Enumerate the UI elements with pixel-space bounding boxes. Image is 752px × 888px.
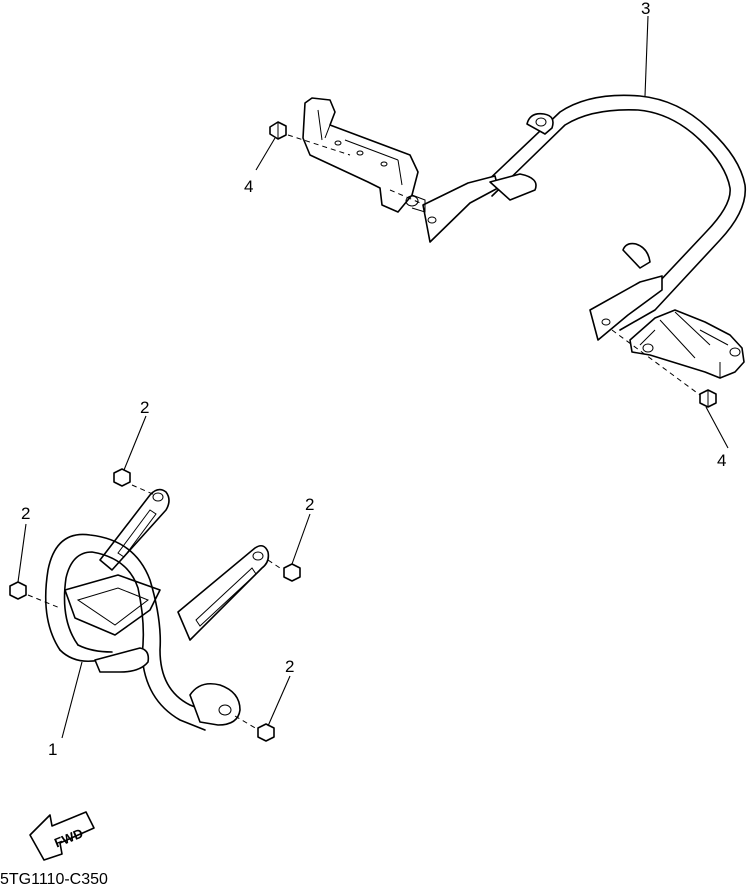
rear-guard-right-plate xyxy=(589,275,663,341)
rear-guard-right-gusset xyxy=(622,242,651,269)
callout-1: 1 xyxy=(48,740,57,759)
callout-2-right: 2 xyxy=(305,495,314,514)
front-guard-lower-stay xyxy=(177,544,270,641)
rear-left-frame-bracket xyxy=(302,97,426,213)
callout-group: 3 4 4 2 2 2 2 1 xyxy=(17,0,729,759)
bolt-front-top xyxy=(113,468,131,487)
rear-guard-left-gusset xyxy=(489,173,537,201)
callout-4-left: 4 xyxy=(244,177,253,196)
front-guard-lower-bar xyxy=(94,647,150,673)
front-guard-rear-mount xyxy=(189,682,241,726)
front-guard-upper-stay xyxy=(99,488,170,571)
bolt-front-right xyxy=(283,563,301,582)
rear-right-frame-bracket xyxy=(629,309,745,379)
callout-2-bottom: 2 xyxy=(285,657,294,676)
bolt-front-left xyxy=(9,581,27,600)
front-guard-assembly xyxy=(44,488,270,731)
rear-guard-left-plate xyxy=(422,175,499,243)
rear-guard-top-tab xyxy=(526,112,554,135)
diagram-code: 5TG1110-C350 xyxy=(0,871,108,888)
rear-guard-assembly xyxy=(422,94,747,341)
bolt-rear-left xyxy=(269,121,287,140)
callout-3: 3 xyxy=(641,0,650,18)
callout-4-right: 4 xyxy=(717,451,726,470)
callout-2-left: 2 xyxy=(21,504,30,523)
rear-guard-tube xyxy=(479,94,747,331)
fwd-arrow-icon: FWD xyxy=(29,811,95,861)
front-guard-tube xyxy=(44,533,216,731)
callout-2-top: 2 xyxy=(140,398,149,417)
bolt-rear-right xyxy=(699,389,717,408)
bolt-front-bottom xyxy=(257,723,275,742)
front-guard-plate xyxy=(64,574,161,636)
